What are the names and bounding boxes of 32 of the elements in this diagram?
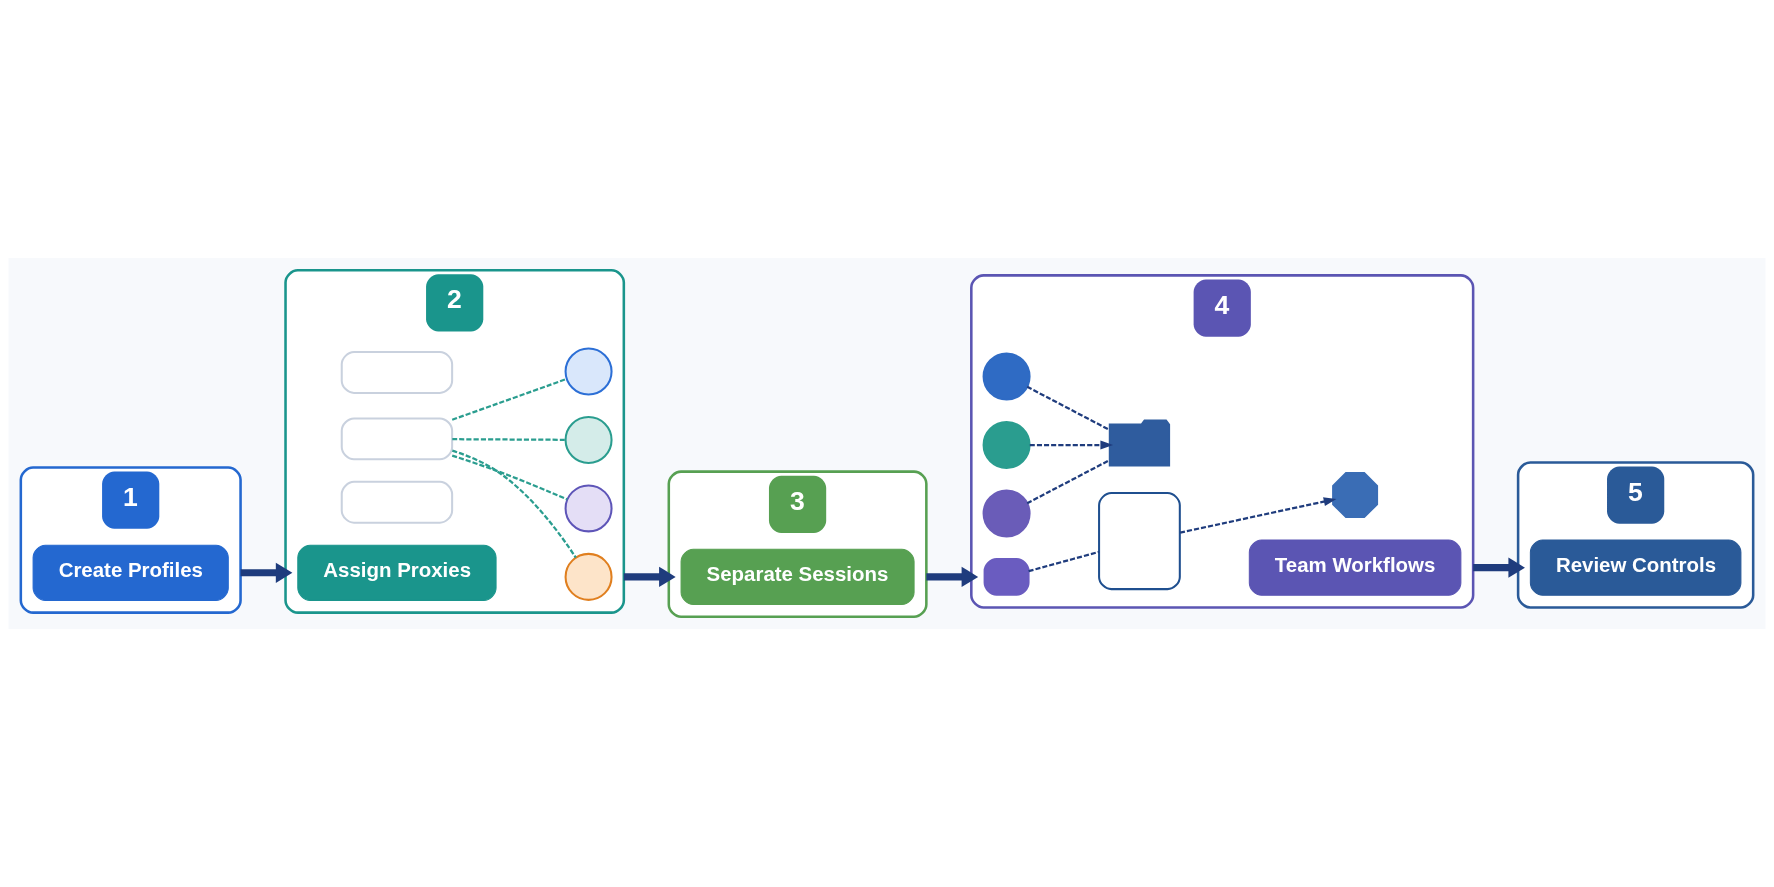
node-circle [564, 347, 613, 396]
node-circle [982, 352, 1031, 401]
connector [1028, 550, 1100, 573]
node-circle [564, 484, 613, 533]
arrow [926, 566, 979, 587]
node-box: Assign Proxies [297, 544, 497, 601]
node-folder [1108, 419, 1171, 467]
node-box: Review Controls [1529, 539, 1742, 596]
node-box: Team Workflows [1248, 539, 1462, 596]
node-box: Separate Sessions [680, 548, 915, 605]
node-box [1098, 492, 1181, 591]
arrow [1473, 557, 1525, 578]
node-box: Create Profiles [32, 544, 229, 601]
connector [1026, 385, 1110, 431]
node-gear [1332, 472, 1379, 519]
node-box [340, 351, 454, 394]
arrow [1029, 440, 1114, 450]
arrow [240, 562, 293, 583]
node-circle [564, 552, 613, 601]
arrow [623, 566, 676, 587]
connector [451, 449, 577, 559]
node-circle [982, 489, 1031, 538]
node-box [340, 480, 454, 524]
connector [451, 454, 568, 501]
connector [452, 438, 566, 441]
node-circle [982, 421, 1031, 470]
connector [451, 377, 567, 421]
connector [1026, 459, 1110, 505]
node-bubble [983, 557, 1030, 596]
node-circle [564, 415, 613, 464]
arrow [1179, 497, 1337, 534]
node-box [340, 417, 454, 461]
